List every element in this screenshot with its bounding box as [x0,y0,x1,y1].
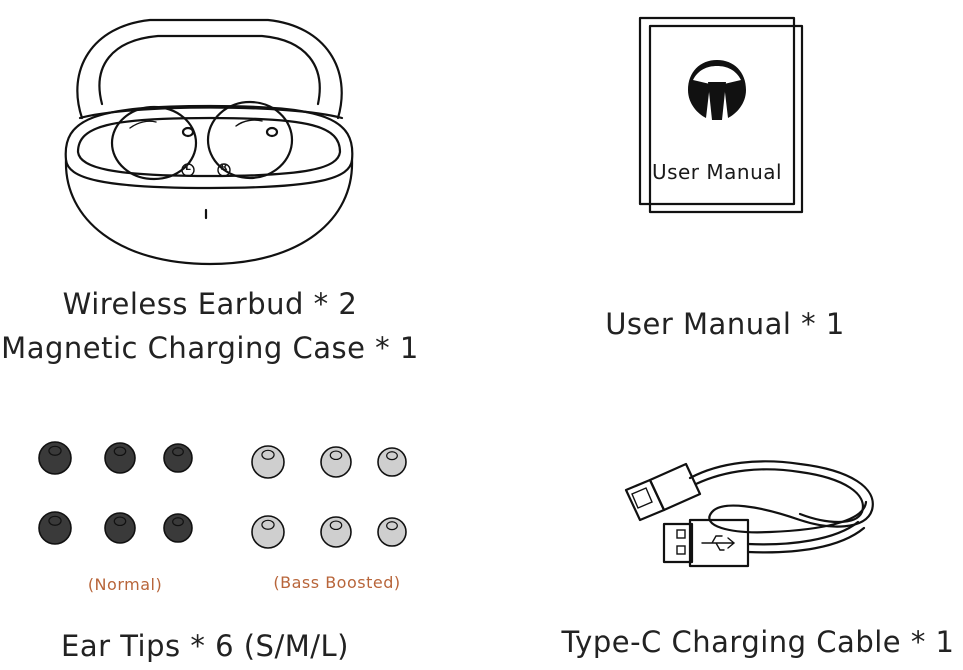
earbuds-caption-line2: Magnetic Charging Case * 1 [1,331,419,365]
bass-ear-tip [251,445,285,479]
bass-ear-tip [377,517,407,547]
normal-ear-tip [38,511,72,545]
cable-caption: Type-C Charging Cable * 1 [561,625,955,659]
bass-ear-tip [377,447,407,477]
bass-ear-tip [251,515,285,549]
normal-ear-tip [163,443,193,473]
bass-tips-label: (Bass Boosted) [273,573,401,592]
normal-ear-tip [163,513,193,543]
manual-booklet-text: User Manual [651,160,783,184]
normal-tips-label: (Normal) [87,575,163,594]
left-earbud-mark: L [185,163,191,173]
earbuds-caption: Wireless Earbud * 2 Magnetic Charging Ca… [0,282,420,370]
normal-ear-tip [38,441,72,475]
ear-tips-caption: Ear Tips * 6 (S/M/L) [61,629,349,663]
earbuds-caption-line1: Wireless Earbud * 2 [62,287,358,321]
right-earbud-mark: R [220,163,228,173]
bass-ear-tip [320,446,352,478]
normal-ear-tip [104,442,136,474]
brand-logo-icon [688,60,746,118]
normal-ear-tip [104,512,136,544]
manual-caption: User Manual * 1 [605,307,845,341]
bass-ear-tip [320,516,352,548]
